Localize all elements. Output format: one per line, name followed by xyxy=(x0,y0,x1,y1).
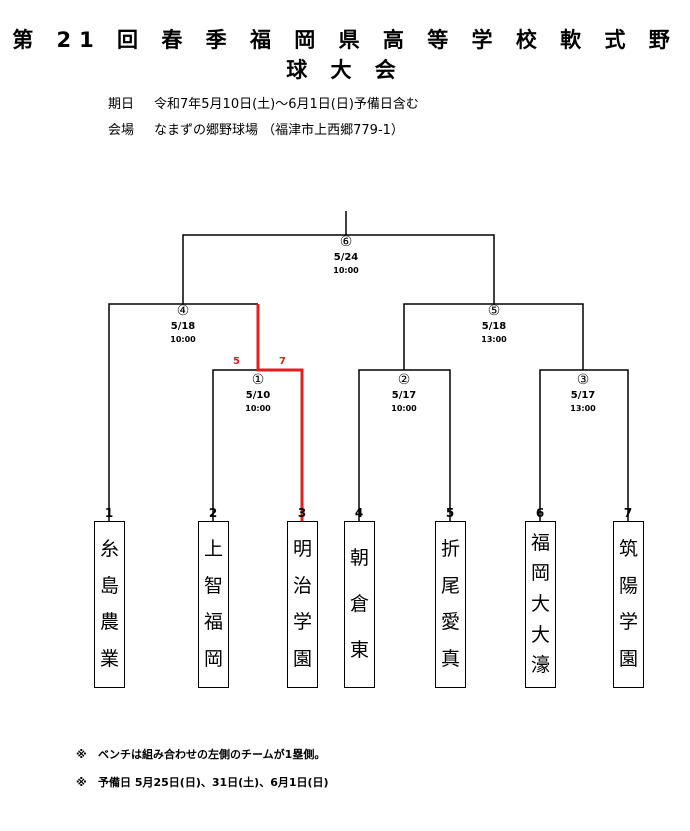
team-box-fukuoka-daiohori: 福 岡 大 大 濠 xyxy=(525,521,556,688)
bracket-line-game2 xyxy=(358,369,451,521)
bracket-line-game4 xyxy=(108,303,258,521)
team-char: 智 xyxy=(203,574,223,597)
game-date: 5/18 xyxy=(170,321,196,332)
team-char: 愛 xyxy=(440,611,460,634)
team-char: 岡 xyxy=(203,648,223,671)
info-date: 期日 令和7年5月10日(土)～6月1日(日)予備日含む xyxy=(108,93,419,112)
game-label-6: ⑥ 5/24 10:00 xyxy=(311,235,381,276)
score-left-game1: 5 xyxy=(233,356,240,367)
team-char: 島 xyxy=(99,574,119,597)
bracket-line-game3 xyxy=(539,369,629,521)
game-number: ⑥ xyxy=(339,234,353,250)
game-number: ① xyxy=(251,372,265,388)
seed-number: 2 xyxy=(208,506,218,520)
team-char: 筑 xyxy=(618,537,638,560)
game-date: 5/24 xyxy=(333,252,359,263)
team-char: 東 xyxy=(349,639,369,661)
team-char: 業 xyxy=(99,648,119,671)
team-box-sophia-fukuoka: 上 智 福 岡 xyxy=(198,521,229,688)
date-label: 期日 xyxy=(108,97,135,112)
team-char: 園 xyxy=(618,648,638,671)
game-label-2: ② 5/17 10:00 xyxy=(369,373,439,414)
team-char: 朝 xyxy=(349,547,369,569)
team-char: 学 xyxy=(618,611,638,634)
team-char: 陽 xyxy=(618,574,638,597)
team-box-chikuyo-gakuen: 筑 陽 学 園 xyxy=(613,521,644,688)
team-char: 明 xyxy=(292,537,312,560)
team-box-asakura-higashi: 朝 倉 東 xyxy=(344,521,375,688)
team-char: 上 xyxy=(203,537,223,560)
team-char: 岡 xyxy=(530,562,550,585)
team-char: 学 xyxy=(292,611,312,634)
game-date: 5/17 xyxy=(570,390,596,401)
winner-path-game1 xyxy=(256,304,304,521)
team-box-orio-aishin: 折 尾 愛 真 xyxy=(435,521,466,688)
note-bench: ※ ベンチは組み合わせの左側のチームが1塁側。 xyxy=(76,746,325,762)
game-time: 10:00 xyxy=(245,404,271,413)
seed-number: 6 xyxy=(535,506,545,520)
bracket-line-game1-left xyxy=(212,369,258,521)
team-char: 園 xyxy=(292,648,312,671)
venue-value: なまずの郷野球場 （福津市上西郷779-1） xyxy=(154,123,404,138)
seed-number: 1 xyxy=(104,506,114,520)
bracket-line-game5 xyxy=(403,303,584,370)
game-label-3: ③ 5/17 13:00 xyxy=(548,373,618,414)
team-box-meiji-gakuen: 明 治 学 園 xyxy=(287,521,318,688)
team-char: 糸 xyxy=(99,537,119,560)
game-date: 5/17 xyxy=(391,390,417,401)
info-venue: 会場 なまずの郷野球場 （福津市上西郷779-1） xyxy=(108,119,404,138)
team-char: 濠 xyxy=(530,654,550,677)
seed-number: 7 xyxy=(623,506,633,520)
team-char: 治 xyxy=(292,574,312,597)
team-char: 折 xyxy=(440,537,460,560)
bracket-lines xyxy=(108,211,629,521)
venue-label: 会場 xyxy=(108,123,135,138)
date-value: 令和7年5月10日(土)～6月1日(日)予備日含む xyxy=(154,97,419,112)
team-char: 大 xyxy=(530,623,550,646)
team-char: 福 xyxy=(530,531,550,554)
note-text: ベンチは組み合わせの左側のチームが1塁側。 xyxy=(98,748,326,761)
game-time: 10:00 xyxy=(333,266,359,275)
team-char: 尾 xyxy=(440,574,460,597)
game-number: ③ xyxy=(576,372,590,388)
game-time: 10:00 xyxy=(391,404,417,413)
team-box-itoshima-nogyo: 糸 島 農 業 xyxy=(94,521,125,688)
note-mark: ※ xyxy=(76,776,87,789)
game-time: 13:00 xyxy=(570,404,596,413)
game-label-5: ⑤ 5/18 13:00 xyxy=(459,304,529,345)
note-text: 予備日 5月25日(日)、31日(土)、6月1日(日) xyxy=(98,776,329,789)
note-mark: ※ xyxy=(76,748,87,761)
game-label-4: ④ 5/18 10:00 xyxy=(148,304,218,345)
game-number: ⑤ xyxy=(487,303,501,319)
game-date: 5/18 xyxy=(481,321,507,332)
game-date: 5/10 xyxy=(245,390,271,401)
game-time: 13:00 xyxy=(481,335,507,344)
seed-number: 3 xyxy=(297,506,307,520)
team-char: 倉 xyxy=(349,593,369,615)
team-char: 大 xyxy=(530,592,550,615)
note-reserve-days: ※ 予備日 5月25日(日)、31日(土)、6月1日(日) xyxy=(76,774,329,790)
team-char: 農 xyxy=(99,611,119,634)
team-char: 福 xyxy=(203,611,223,634)
game-number: ④ xyxy=(176,303,190,319)
seed-number: 4 xyxy=(354,506,364,520)
game-label-1: ① 5/10 10:00 xyxy=(223,373,293,414)
score-right-game1: 7 xyxy=(279,356,286,367)
bracket-line-game6 xyxy=(182,234,495,304)
game-time: 10:00 xyxy=(170,335,196,344)
game-number: ② xyxy=(397,372,411,388)
seed-number: 5 xyxy=(445,506,455,520)
team-char: 真 xyxy=(440,648,460,671)
page-title: 第 21 回 春 季 福 岡 県 高 等 学 校 軟 式 野 球 大 会 xyxy=(12,28,678,82)
